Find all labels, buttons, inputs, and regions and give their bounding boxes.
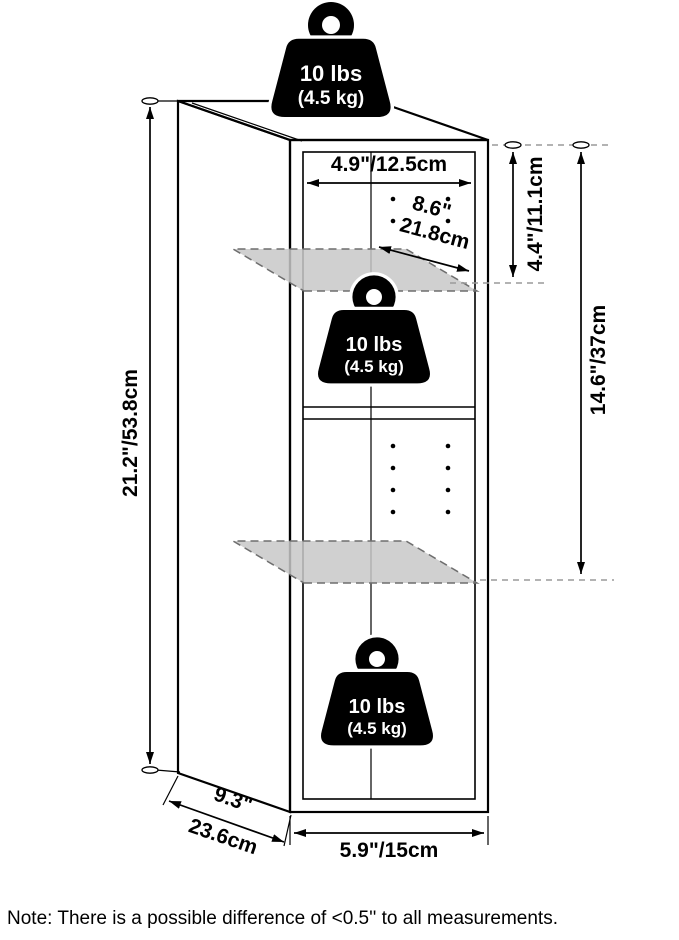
dim-depth-inch-label: 9.3" — [211, 783, 256, 817]
dimension-endpoint-marker — [572, 141, 590, 149]
dimension-arrow — [168, 800, 285, 843]
dim-top-section: 4.4"/11.1cm — [450, 141, 610, 284]
weight-lbs-label: 10 lbs — [349, 696, 406, 718]
shelf-pin-holes — [390, 196, 451, 515]
dim-top-section-label: 4.4"/11.1cm — [524, 156, 547, 271]
shelf-unit-outline — [176, 99, 490, 814]
front-opening — [302, 151, 476, 800]
dim-outer-width-label: 5.9"/15cm — [340, 839, 439, 862]
dim-mid-section: 14.6"/37cm — [480, 152, 614, 581]
weight-capacity-icon-bottom — [321, 637, 433, 745]
adjustable-shelf-lower — [230, 540, 480, 584]
fixed-middle-shelf — [303, 406, 475, 420]
dim-outer-width: 5.9"/15cm — [289, 816, 489, 862]
measurement-note: Note: There is a possible difference of … — [7, 908, 558, 929]
dim-depth: 9.3" 23.6cm — [162, 775, 292, 859]
top-face-thickness-line — [191, 102, 303, 142]
dim-total-height: 21.2"/53.8cm — [119, 97, 181, 774]
weight-kg-label: (4.5 kg) — [298, 88, 365, 109]
dim-total-height-label: 21.2"/53.8cm — [119, 369, 142, 497]
dimension-endpoint-marker — [141, 766, 159, 774]
weight-capacity-icon-middle — [318, 275, 430, 383]
dimension-endpoint-marker — [504, 141, 522, 149]
dim-inner-width-label: 4.9"/12.5cm — [331, 153, 447, 176]
weight-lbs-label: 10 lbs — [300, 61, 362, 86]
dimension-endpoint-marker — [141, 97, 159, 105]
weight-kg-label: (4.5 kg) — [347, 719, 407, 738]
weight-capacity-icon-top — [271, 2, 390, 117]
weight-handle-hole — [369, 651, 385, 667]
side-panel — [176, 99, 292, 814]
dim-mid-section-label: 14.6"/37cm — [587, 305, 610, 415]
dimension-arrow — [378, 246, 470, 272]
weight-kg-label: (4.5 kg) — [344, 357, 404, 376]
front-face — [288, 138, 490, 814]
weight-handle-hole — [366, 289, 382, 305]
weight-handle-hole — [322, 16, 340, 34]
weight-lbs-label: 10 lbs — [346, 334, 403, 356]
dim-inner-width: 4.9"/12.5cm — [307, 153, 471, 187]
